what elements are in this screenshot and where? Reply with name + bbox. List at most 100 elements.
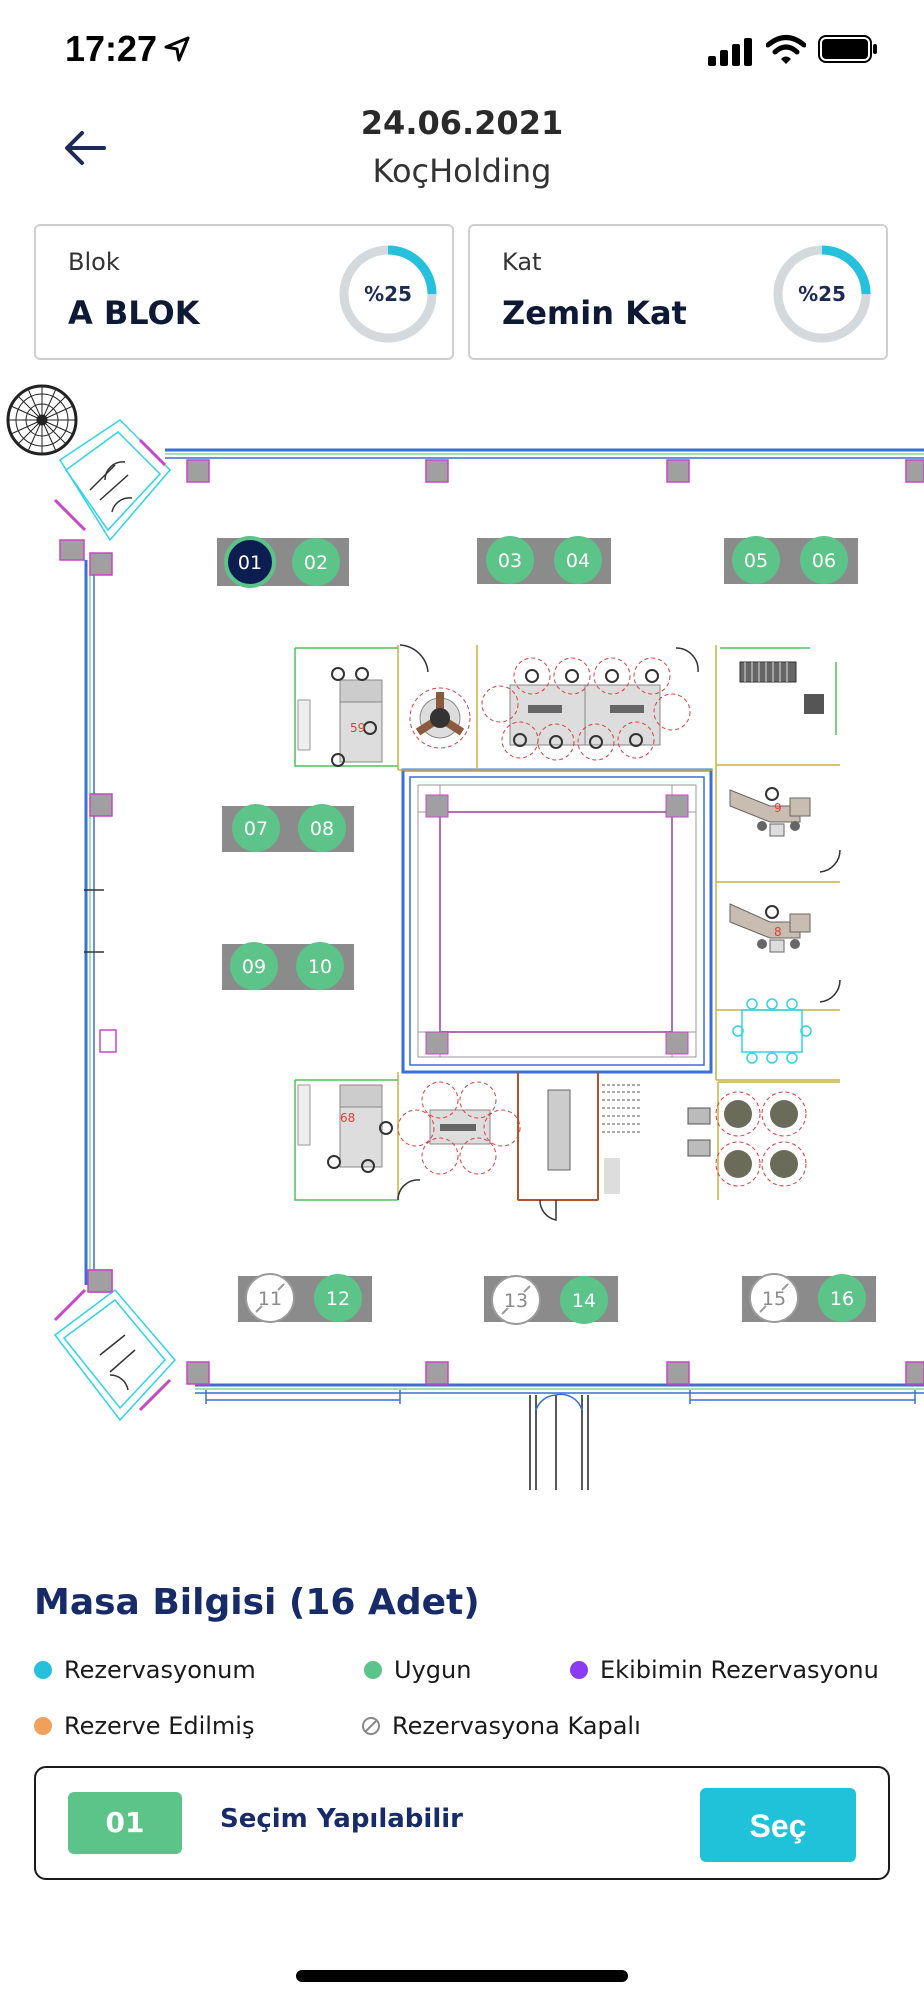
block-card[interactable]: Blok A BLOK %25 xyxy=(34,224,454,360)
desk-number: 16 xyxy=(830,1288,854,1310)
blocked-icon xyxy=(362,1717,380,1735)
floor-label: Kat xyxy=(502,248,542,276)
desk-13: 13 xyxy=(491,1275,541,1325)
desk-07[interactable]: 07 xyxy=(232,804,280,852)
desk-02[interactable]: 02 xyxy=(292,538,340,586)
legend-label: Uygun xyxy=(394,1656,472,1684)
legend-label: Rezervasyona Kapalı xyxy=(392,1712,641,1740)
block-percent: %25 xyxy=(364,282,412,306)
wifi-icon xyxy=(766,35,806,64)
back-arrow-icon[interactable] xyxy=(62,128,108,168)
blocked-icon xyxy=(759,1283,789,1313)
desk-number: 11 xyxy=(258,1288,282,1310)
home-indicator xyxy=(296,1970,628,1982)
storage-room xyxy=(547,1084,640,1194)
desk-number: 04 xyxy=(566,550,590,572)
company-name: KoçHolding xyxy=(372,152,552,190)
desk-08[interactable]: 08 xyxy=(298,804,346,852)
desk-number: 08 xyxy=(310,818,334,840)
legend-label: Rezervasyonum xyxy=(64,1656,256,1684)
room-label-9: 9 xyxy=(774,801,782,815)
page-date: 24.06.2021 xyxy=(360,104,564,142)
wall-marker xyxy=(99,1029,117,1053)
selection-bar: 01 Seçim Yapılabilir Seç xyxy=(34,1766,890,1880)
room-label-8: 8 xyxy=(774,925,782,939)
desk-marker xyxy=(292,538,340,586)
desk-number: 02 xyxy=(304,552,328,574)
desk-marker xyxy=(314,1274,362,1322)
room-68-furniture: 68 xyxy=(297,1084,393,1173)
room-8-furniture: 8 xyxy=(729,903,811,953)
legend-available: Uygun xyxy=(364,1656,471,1684)
entrance-nw xyxy=(53,419,172,561)
desk-marker xyxy=(800,536,848,584)
desk-03[interactable]: 03 xyxy=(486,536,534,584)
legend-reserved: Rezerve Edilmiş xyxy=(34,1712,254,1740)
desk-marker xyxy=(818,1274,866,1322)
central-atrium xyxy=(401,768,713,1074)
floor-card[interactable]: Kat Zemin Kat %25 xyxy=(468,224,888,360)
desk-markers: 01 02 03 04 05 06 07 08 09 10 11 12 13 14 15 16 xyxy=(224,536,866,1325)
desk-marker xyxy=(554,536,602,584)
outer-walls xyxy=(84,448,924,1404)
legend-label: Ekibimin Rezervasyonu xyxy=(600,1656,879,1684)
desk-info-title: Masa Bilgisi (16 Adet) xyxy=(34,1582,480,1623)
desk-15: 15 xyxy=(749,1273,799,1323)
room-label-68: 68 xyxy=(340,1111,355,1125)
legend-dot-team-reservation xyxy=(570,1661,588,1679)
desk-marker xyxy=(560,1276,608,1324)
room-9-furniture: 9 xyxy=(729,787,811,837)
desk-number: 01 xyxy=(238,552,262,574)
desk-number: 03 xyxy=(498,550,522,572)
desk-marker xyxy=(296,942,344,990)
legend-dot-available xyxy=(364,1661,382,1679)
legend-label: Rezerve Edilmiş xyxy=(64,1712,255,1740)
legend-dot-my-reservation xyxy=(34,1661,52,1679)
desk-number: 14 xyxy=(572,1290,596,1312)
desk-04[interactable]: 04 xyxy=(554,536,602,584)
legend-team-reservation: Ekibimin Rezervasyonu xyxy=(570,1656,879,1684)
blocked-icon xyxy=(501,1285,531,1315)
north-rooms xyxy=(294,644,840,771)
wall-ticks xyxy=(84,889,104,953)
desk-number: 09 xyxy=(242,956,266,978)
south-exit xyxy=(529,1393,589,1490)
desk-06[interactable]: 06 xyxy=(800,536,848,584)
spiral-staircase xyxy=(6,384,78,456)
desk-marker xyxy=(230,942,278,990)
desk-marker xyxy=(232,804,280,852)
desk-number: 15 xyxy=(762,1288,786,1310)
desk-marker xyxy=(486,536,534,584)
legend-dot-reserved xyxy=(34,1717,52,1735)
ne-room xyxy=(739,661,824,714)
desk-marker xyxy=(224,536,276,588)
desk-10[interactable]: 10 xyxy=(296,942,344,990)
desk-16[interactable]: 16 xyxy=(818,1274,866,1322)
room-59-furniture: 59 xyxy=(297,667,383,767)
desk-05[interactable]: 05 xyxy=(732,536,780,584)
block-progress-ring xyxy=(339,245,437,343)
floor-progress-ring xyxy=(773,245,871,343)
desk-number: 06 xyxy=(812,550,836,572)
selection-status: Seçim Yapılabilir xyxy=(220,1804,463,1834)
legend-closed: Rezervasyona Kapalı xyxy=(360,1712,641,1740)
room-label-59: 59 xyxy=(350,721,365,735)
desk-11: 11 xyxy=(245,1273,295,1323)
desk-14[interactable]: 14 xyxy=(560,1276,608,1324)
floor-percent: %25 xyxy=(798,282,846,306)
blocked-icon xyxy=(255,1283,285,1313)
entrance-sw xyxy=(53,1269,177,1422)
desk-number: 05 xyxy=(744,550,768,572)
location-arrow-icon xyxy=(164,36,190,62)
lounge-chairs xyxy=(687,1091,807,1187)
desk-number: 13 xyxy=(504,1290,528,1312)
desk-12[interactable]: 12 xyxy=(314,1274,362,1322)
select-button[interactable]: Seç xyxy=(700,1788,856,1862)
desk-marker xyxy=(732,536,780,584)
south-rooms xyxy=(294,1072,840,1221)
cellular-signal-icon xyxy=(708,38,752,66)
desk-01[interactable]: 01 xyxy=(224,536,276,588)
status-time: 17:27 xyxy=(65,28,158,69)
battery-icon xyxy=(818,35,877,63)
desk-09[interactable]: 09 xyxy=(230,942,278,990)
